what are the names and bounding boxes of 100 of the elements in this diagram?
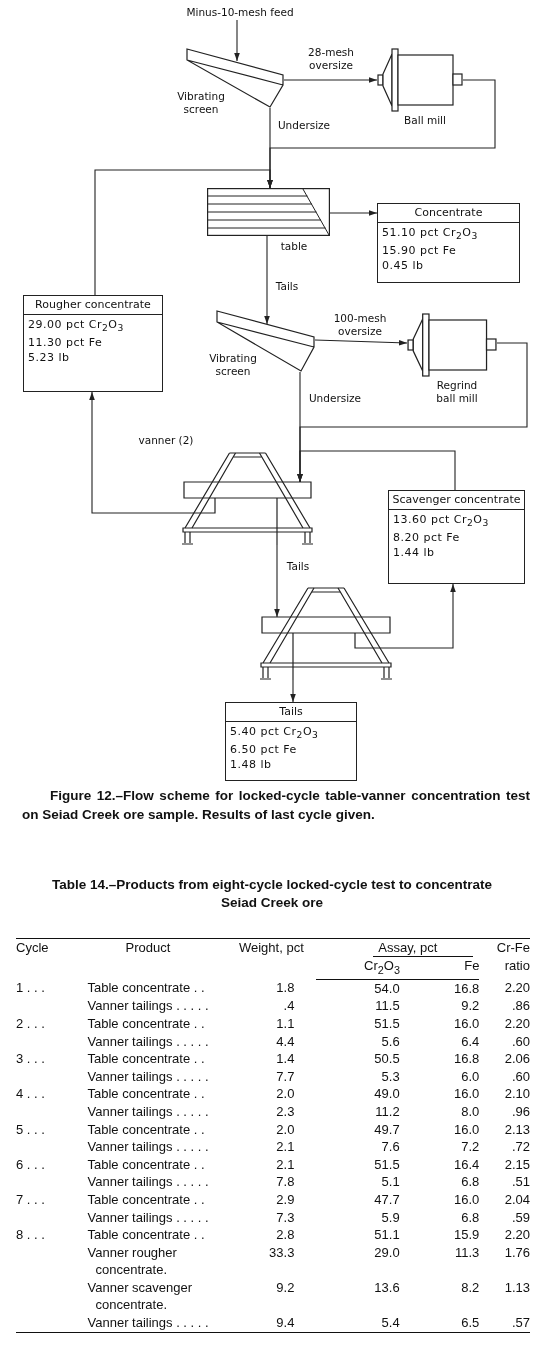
flow-arrow: [264, 235, 270, 325]
weight-value: 1.4: [275, 1050, 296, 1068]
assay-value: 29.0: [373, 1243, 401, 1262]
assay-value: 16.8: [425, 979, 480, 998]
assay-value: 16.0: [453, 1085, 480, 1103]
assay-value: 11.5: [374, 997, 401, 1015]
assay-line: 8.20 pct Fe: [392, 530, 461, 546]
column-header: Product: [77, 938, 233, 980]
weight-value: 7.3: [275, 1208, 296, 1227]
assay-line: 1.44 lb: [392, 545, 436, 561]
product-name: Table concentrate . .: [86, 1155, 206, 1174]
product-name: Table concentrate . .: [86, 1014, 206, 1033]
equipment-label: Vibrating screen: [176, 90, 226, 116]
ratio-value: .59: [479, 1208, 530, 1227]
flow-arrow: [391, 583, 456, 649]
product-name: Vanner tailings . . . . .: [86, 1208, 210, 1227]
figure-caption: Figure 12.–Flow scheme for locked-cycle table-vanner concentration test on Seiad Creek ore sample. Results of last cycle given.: [22, 787, 530, 824]
ratio-value: 1.13: [479, 1278, 530, 1315]
box-heading: Concentrate: [378, 204, 519, 223]
product-name: Table concentrate . .: [86, 979, 206, 998]
product-name: Table concentrate . .: [86, 1190, 206, 1209]
product-name: Vanner tailings . . . . .: [86, 1032, 210, 1051]
ratio-value: 2.04: [479, 1190, 530, 1209]
ratio-value: .60: [479, 1032, 530, 1051]
weight-value: .4: [282, 997, 296, 1015]
column-header: Cycle: [16, 938, 78, 980]
product-box: [388, 490, 525, 584]
assay-value: 9.2: [460, 997, 480, 1015]
product-name: Vanner tailings . . . . .: [86, 1067, 210, 1086]
flow-arrow: [89, 391, 183, 514]
weight-value: 9.4: [232, 1314, 317, 1333]
weight-value: 2.1: [275, 1138, 296, 1156]
assay-value: 11.3: [454, 1243, 480, 1262]
weight-value: 2.3: [275, 1102, 296, 1121]
cycle-number: 2 . . .: [16, 1014, 46, 1033]
weight-value: 33.3: [268, 1243, 296, 1262]
assay-line: 29.00 pct Cr$_{2}$O$_{3}$: [27, 317, 125, 336]
flow-arrow: [274, 544, 280, 618]
product-name: Vanner tailings . . . . .: [86, 1138, 210, 1156]
product-box: [23, 295, 163, 392]
assay-value: 6.8: [460, 1208, 480, 1227]
assay-value: 51.1: [373, 1226, 401, 1244]
assay-value: 6.0: [460, 1067, 480, 1086]
box-heading: Scavenger concentrate: [389, 491, 524, 510]
equipment-label: Ball mill: [403, 114, 447, 127]
table-title: Table 14.–Products from eight-cycle locked-cycle test to concentrate Seiad Creek ore: [50, 876, 494, 912]
weight-value: 4.4: [275, 1032, 296, 1051]
ratio-value: 2.13: [479, 1120, 530, 1139]
cycle-number: 1 . . .: [16, 979, 46, 998]
flow-arrow: [94, 169, 273, 296]
cycle-number: 5 . . .: [16, 1120, 46, 1139]
assay-value: 7.2: [460, 1138, 480, 1156]
assay-value: 16.8: [453, 1050, 480, 1068]
assay-value: 6.5: [425, 1314, 480, 1333]
column-header: Assay, pct: [316, 938, 480, 957]
assay-value: 8.0: [460, 1102, 480, 1121]
assay-value: 51.5: [373, 1155, 401, 1174]
ratio-value: .51: [479, 1173, 530, 1191]
assay-value: 15.9: [453, 1226, 480, 1244]
weight-value: 2.0: [275, 1120, 296, 1139]
assay-value: 47.7: [373, 1190, 401, 1209]
ratio-value: 2.06: [479, 1050, 530, 1068]
assay-line: 1.48 lb: [229, 757, 273, 773]
flow-arrow: [297, 450, 456, 491]
assay-value: 51.5: [373, 1014, 401, 1033]
ratio-value: .72: [479, 1138, 530, 1156]
column-header: Fe: [425, 956, 480, 980]
assay-value: 5.3: [380, 1067, 401, 1086]
cycle-number: 8 . . .: [16, 1226, 46, 1244]
product-name: Vanner rougher concentrate.: [86, 1243, 178, 1279]
stream-label: Minus-10-mesh feed: [180, 5, 300, 20]
assay-value: 8.2: [460, 1278, 480, 1297]
weight-value: 9.2: [275, 1278, 296, 1297]
assay-line: 11.30 pct Fe: [27, 335, 104, 351]
flow-arrow: [314, 339, 408, 346]
product-name: Table concentrate . .: [86, 1050, 206, 1068]
product-name: Vanner tailings . . . . .: [86, 1173, 210, 1191]
weight-value: 1.8: [232, 979, 317, 998]
weight-value: 7.7: [275, 1067, 296, 1086]
product-name: Table concentrate . .: [86, 1120, 206, 1139]
flow-arrow: [290, 679, 296, 703]
product-box: [225, 702, 357, 781]
assay-line: 51.10 pct Cr$_{2}$O$_{3}$: [381, 225, 479, 244]
weight-value: 2.1: [275, 1155, 296, 1174]
ratio-value: 2.20: [479, 1226, 530, 1244]
assay-line: 6.50 pct Fe: [229, 742, 298, 758]
assay-value: 49.7: [373, 1120, 401, 1139]
ratio-value: 2.20: [479, 979, 530, 998]
equipment-label: Vibrating screen: [208, 352, 258, 378]
weight-value: 7.8: [275, 1173, 296, 1191]
product-name: Vanner tailings . . . . .: [86, 1102, 210, 1121]
product-box: [377, 203, 520, 283]
assay-line: 15.90 pct Fe: [381, 243, 458, 259]
assay-value: 16.0: [453, 1014, 480, 1033]
assay-value: 6.4: [460, 1032, 480, 1051]
product-name: Vanner scavenger concentrate.: [86, 1278, 194, 1315]
cycle-number: 7 . . .: [16, 1190, 46, 1209]
ratio-value: .60: [479, 1067, 530, 1086]
ratio-value: 2.20: [479, 1014, 530, 1033]
assay-value: 16.4: [453, 1155, 480, 1174]
